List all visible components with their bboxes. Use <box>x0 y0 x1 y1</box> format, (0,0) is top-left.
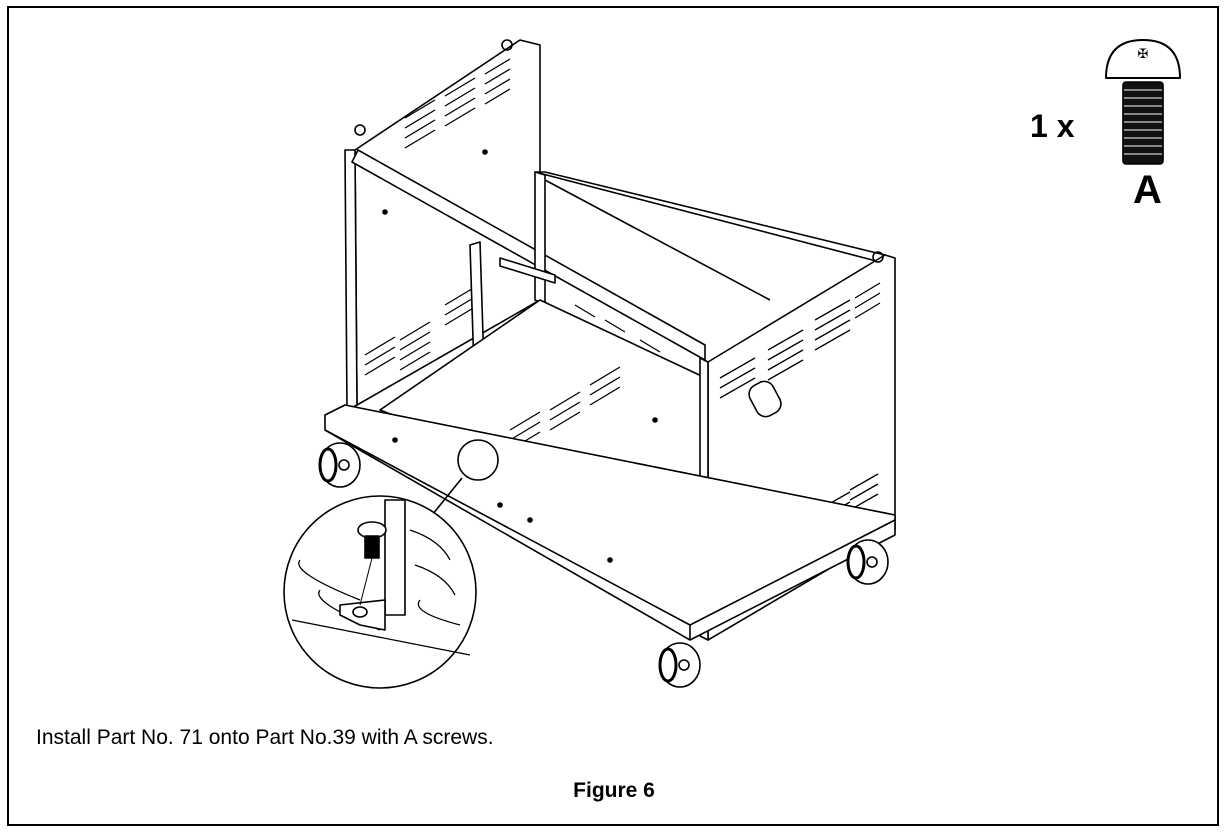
base-frame <box>324 404 896 641</box>
figure-caption: Figure 6 <box>573 779 655 802</box>
left-side-panel <box>344 39 541 411</box>
screw-quantity: 1 x <box>1030 108 1075 144</box>
instruction-text: Install Part No. 71 onto Part No.39 with… <box>36 726 494 749</box>
svg-text:✠: ✠ <box>1138 47 1149 62</box>
caster-wheels <box>318 442 889 688</box>
magnifier-detail <box>283 495 477 689</box>
figure-frame <box>7 6 1219 826</box>
screw-icon: ✠ <box>1105 39 1181 165</box>
detail-callout-circle <box>457 439 499 481</box>
screw-part-letter: A <box>1133 168 1162 212</box>
